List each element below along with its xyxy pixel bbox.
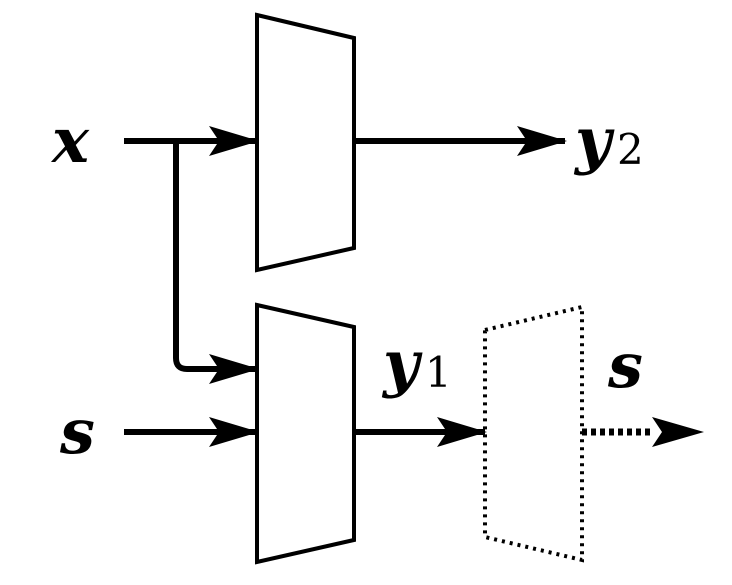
label-y2: y 2 (573, 104, 644, 177)
dotted-block (483, 304, 584, 563)
label-y1: y 1 (381, 327, 452, 400)
label-y2-subscript: 2 (617, 125, 644, 174)
label-y1-subscript: 1 (425, 348, 452, 397)
label-y1-base: y (381, 327, 423, 400)
label-s-output: s (607, 329, 643, 402)
dotted-to-s-arrowhead (652, 417, 704, 447)
label-s-input: s (59, 395, 95, 468)
lower-block (255, 302, 356, 565)
label-x: x (50, 104, 90, 177)
label-y2-base: y (573, 104, 615, 177)
x-branch-to-lower-arrow (173, 141, 259, 384)
upper-block (255, 12, 356, 273)
